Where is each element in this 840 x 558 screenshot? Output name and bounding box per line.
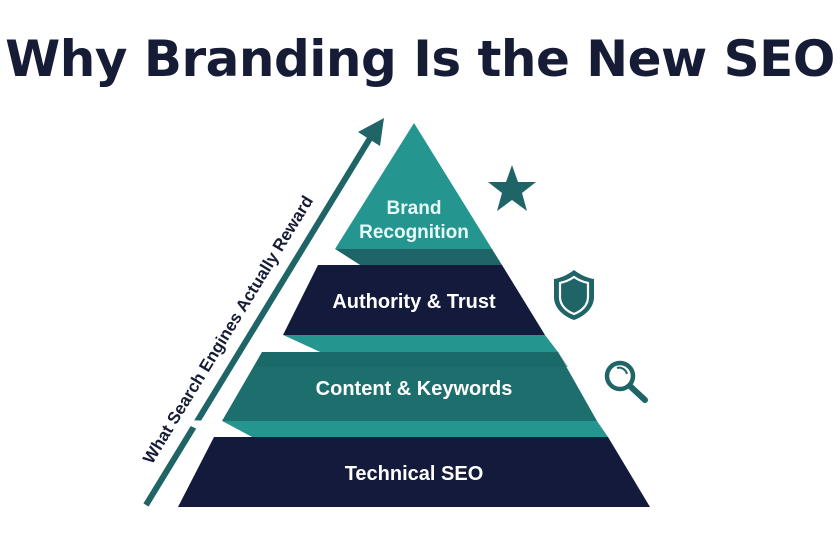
level-connector bbox=[262, 335, 558, 352]
level-technical-seo: Technical SEO bbox=[178, 437, 650, 507]
level-label: Technical SEO bbox=[345, 463, 484, 485]
gap bbox=[318, 249, 360, 265]
gap bbox=[262, 335, 320, 352]
level-connector bbox=[318, 249, 502, 265]
gap bbox=[178, 420, 252, 437]
level-content-keywords: Content & Keywords bbox=[222, 352, 597, 421]
level-label: Authority & Trust bbox=[332, 291, 496, 313]
star-icon bbox=[488, 165, 536, 211]
level-brand-recognition: Brand Recognition bbox=[335, 123, 492, 249]
level-authority-trust: Authority & Trust bbox=[283, 265, 545, 335]
up-arrow-icon bbox=[143, 118, 384, 507]
page-title: Why Branding Is the New SEO bbox=[5, 30, 835, 88]
magnifier-icon bbox=[604, 360, 648, 403]
level-label: Content & Keywords bbox=[316, 378, 513, 400]
level-label-line1: Brand bbox=[387, 198, 442, 219]
level-connector bbox=[214, 421, 608, 437]
shield-icon bbox=[554, 270, 594, 320]
level-label-line2: Recognition bbox=[359, 222, 469, 243]
